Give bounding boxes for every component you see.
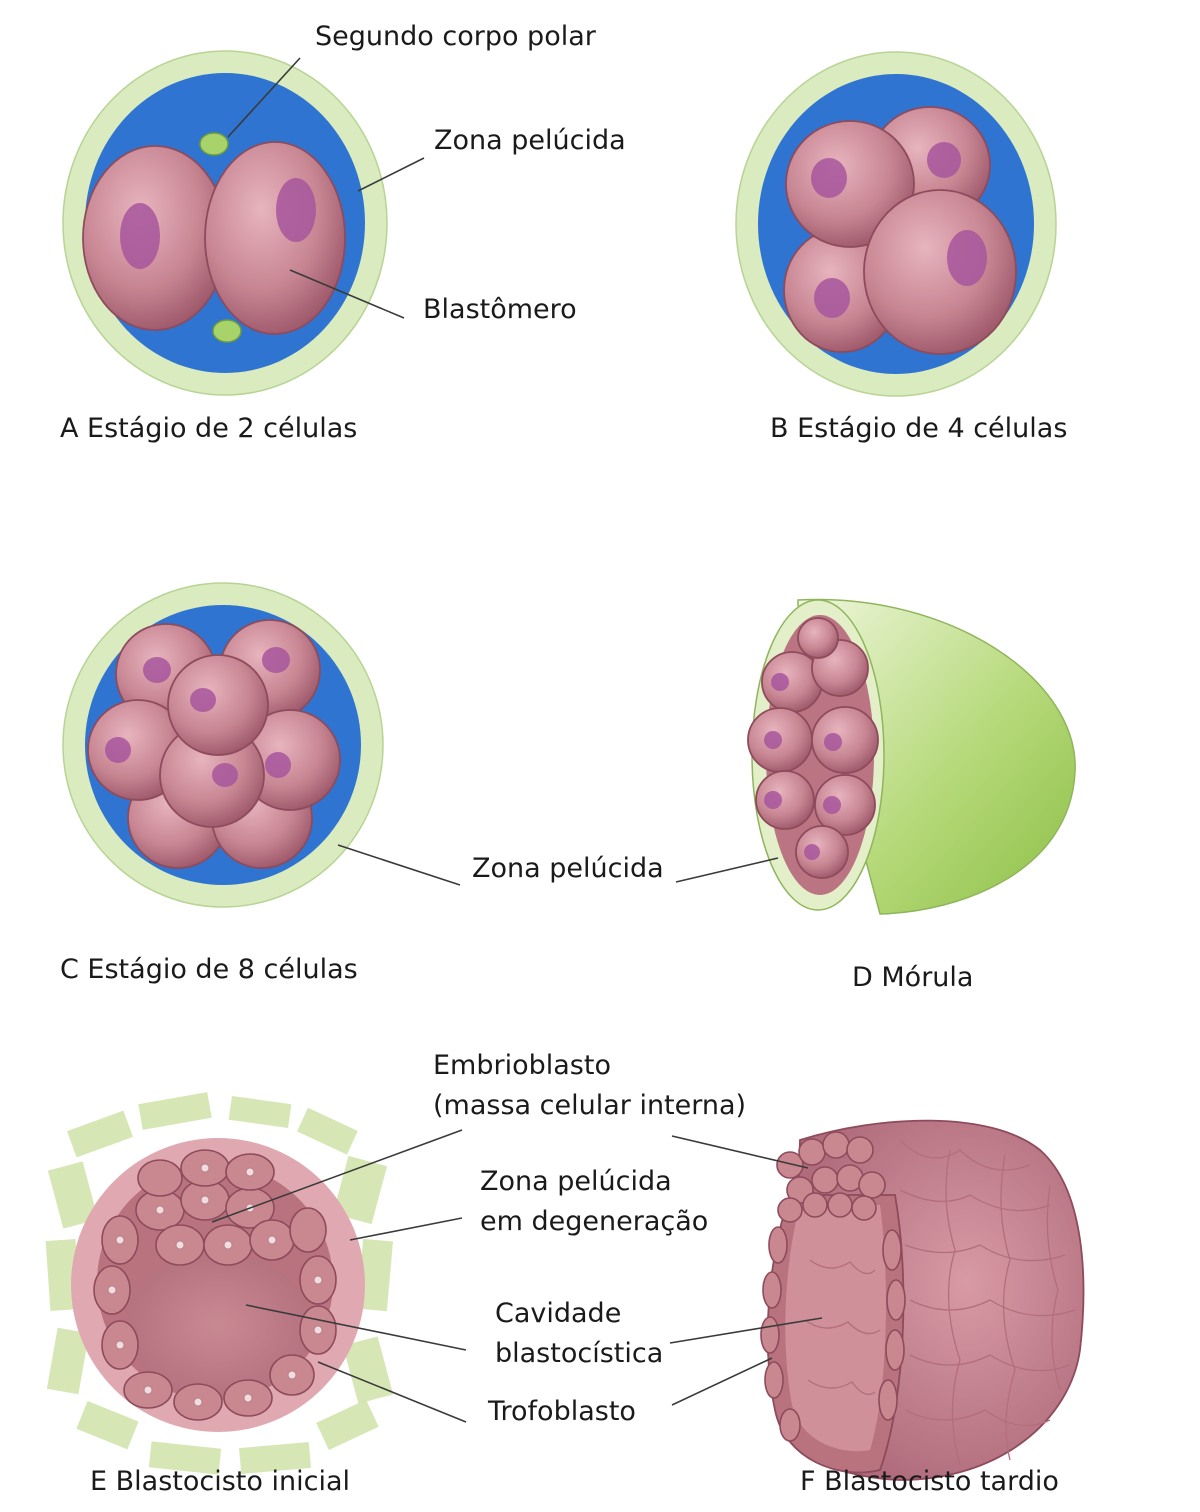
polar-body-a-bottom [212, 319, 242, 343]
blastocyst-labels: Embrioblasto (massa celular interna) Zon… [211, 1050, 823, 1427]
leader-blastomere [289, 269, 405, 319]
label-cavidade-1: Cavidade [495, 1298, 621, 1329]
stage-d-morula: Zona pelúcida D Mórula [472, 598, 1076, 993]
stage-a-two-cell: Segundo corpo polar Zona pelúcida Blastô… [60, 21, 626, 444]
label-zona-pelucida-cd: Zona pelúcida [472, 853, 664, 884]
stage-b-four-cell: B Estágio de 4 células [735, 51, 1067, 444]
morula-nucleus-4 [764, 791, 782, 809]
nucleus-c-5 [190, 688, 216, 712]
caption-f: F Blastocisto tardio [800, 1466, 1059, 1497]
inner-cell-mass-e [135, 1149, 295, 1266]
blastomere-a-right [204, 141, 346, 335]
leader-zona-degenerating [349, 1217, 463, 1241]
leader-zona-a [357, 157, 425, 192]
nucleus-c-6 [212, 763, 238, 787]
nucleus-c-1 [143, 657, 171, 683]
leader-embryoblast-f [671, 1135, 809, 1169]
morula-cell-4 [811, 706, 879, 774]
polar-body-a-top [199, 132, 229, 156]
nucleus-b-2 [927, 142, 961, 178]
label-embrioblasto: Embrioblasto [433, 1050, 611, 1081]
nucleus-b-4 [947, 230, 987, 286]
blastocyst-cavity-e [126, 1253, 310, 1397]
degenerating-zona-fragments [45, 1092, 394, 1475]
caption-e: E Blastocisto inicial [90, 1466, 350, 1497]
blastomere-b-4 [863, 189, 1017, 355]
cavity-texture-f [804, 1259, 881, 1396]
label-zona-pelucida-e-1: Zona pelúcida [480, 1166, 672, 1197]
stage-c-eight-cell: C Estágio de 8 células [60, 582, 461, 985]
nucleus-c-3 [105, 737, 131, 763]
stage-e-early-blastocyst: E Blastocisto inicial [45, 1092, 394, 1497]
trophoblast-rim-cells-f [760, 1226, 906, 1442]
morula-cell-7 [795, 825, 849, 879]
label-cavidade-2: blastocística [495, 1338, 663, 1369]
label-blastomero: Blastômero [423, 294, 577, 325]
nucleus-b-3 [814, 278, 850, 318]
leader-embryoblast-e [211, 1129, 463, 1223]
nucleus-c-2 [262, 647, 290, 673]
morula-nucleus-5 [823, 796, 841, 814]
caption-b: B Estágio de 4 células [770, 413, 1067, 444]
nucleus-b-1 [811, 158, 847, 198]
morula-nucleus-6 [804, 844, 820, 860]
nucleus-c-4 [265, 752, 291, 778]
morula-cell-5 [755, 770, 815, 830]
leader-trophoblast-f [671, 1357, 773, 1406]
label-zona-pelucida-e-2: em degeneração [480, 1206, 708, 1237]
morula-cell-6 [814, 774, 876, 836]
blastomere-c-8 [167, 654, 269, 756]
caption-c: C Estágio de 8 células [60, 954, 358, 985]
nucleus-a-right [276, 178, 316, 242]
nucleus-a-left [120, 203, 160, 269]
leader-cavity-f [669, 1317, 823, 1344]
morula-nucleus-1 [771, 673, 789, 691]
label-zona-pelucida-a: Zona pelúcida [434, 125, 626, 156]
leader-zona-d [675, 857, 779, 883]
label-segundo-corpo-polar: Segundo corpo polar [315, 21, 597, 52]
caption-d: D Mórula [852, 962, 973, 993]
leader-zona-c [337, 844, 461, 886]
blastocyst-cavity-f [785, 1205, 886, 1452]
stage-f-late-blastocyst: F Blastocisto tardio [760, 1119, 1085, 1497]
surface-cell-pattern-f [899, 1139, 1076, 1466]
leader-polar-body [227, 57, 301, 138]
label-massa-celular-interna: (massa celular interna) [433, 1090, 746, 1121]
leader-trophoblast-e [317, 1361, 467, 1423]
morula-nucleus-2 [764, 731, 782, 749]
blastomere-b-3 [785, 120, 915, 248]
morula-cell-8 [797, 617, 839, 659]
morula-nucleus-3 [824, 733, 842, 751]
label-trofoblasto: Trofoblasto [487, 1396, 636, 1427]
embryoblast-f [776, 1131, 886, 1223]
leader-cavity-e [245, 1304, 467, 1351]
caption-a: A Estágio de 2 células [60, 413, 357, 444]
trophoblast-cells-e [93, 1207, 337, 1421]
